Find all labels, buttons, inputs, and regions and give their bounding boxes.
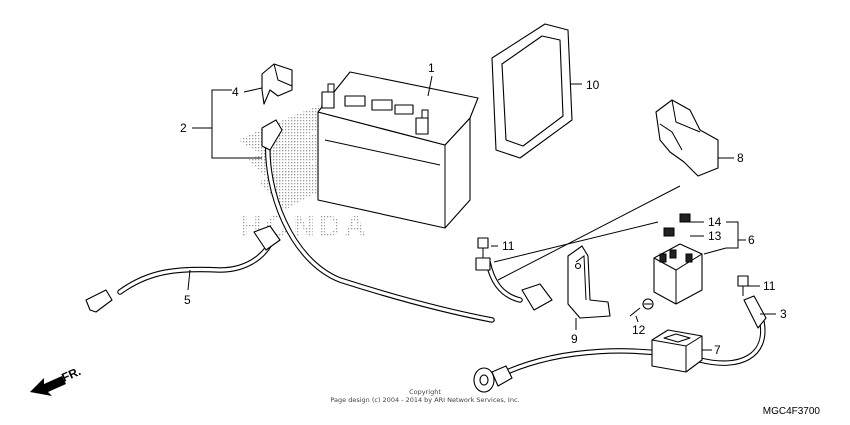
callout-8: 8	[737, 151, 744, 165]
callout-12: 12	[632, 323, 646, 337]
battery-band[interactable]	[491, 23, 573, 159]
screw-12[interactable]	[629, 298, 654, 317]
bolt-11-right[interactable]	[737, 275, 749, 296]
callout-6: 6	[748, 233, 755, 247]
callout-2: 2	[180, 121, 187, 135]
diagram-code: MGC4F3700	[763, 406, 821, 417]
front-direction-arrow-icon: FR.	[30, 364, 83, 396]
relay-holder[interactable]	[651, 329, 703, 373]
leader-lines	[187, 75, 776, 351]
relay-cable[interactable]	[473, 295, 767, 393]
copyright-line-2: Page design (c) 2004 - 2014 by ARI Netwo…	[330, 396, 519, 404]
fuse-13[interactable]	[663, 227, 675, 237]
relay-cover[interactable]	[655, 99, 719, 177]
starter-relay[interactable]	[653, 243, 703, 305]
callout-9: 9	[571, 332, 578, 346]
callouts: 1 2 3 4 5 6 7 8 9 10 11 11 12 13 14	[180, 61, 787, 357]
terminal-cover[interactable]	[261, 63, 293, 105]
wire-connector[interactable]	[475, 257, 553, 311]
starter-cable[interactable]	[261, 119, 495, 323]
callout-4: 4	[232, 85, 239, 99]
callout-3: 3	[780, 307, 787, 321]
relay-bracket[interactable]	[567, 245, 611, 319]
copyright-line-1: Copyright	[409, 388, 441, 396]
bolt-11-left[interactable]	[477, 237, 489, 258]
battery[interactable]	[317, 71, 479, 229]
callout-11-left: 11	[502, 239, 515, 253]
callout-14: 14	[708, 215, 722, 229]
callout-10: 10	[586, 78, 600, 92]
callout-13: 13	[708, 229, 722, 243]
fuse-14[interactable]	[679, 213, 691, 223]
callout-11-right: 11	[763, 279, 776, 293]
callout-1: 1	[428, 61, 435, 75]
callout-7: 7	[714, 343, 721, 357]
direction-label: FR.	[60, 364, 83, 385]
callout-5: 5	[184, 293, 191, 307]
battery-negative-cable[interactable]	[85, 225, 281, 313]
